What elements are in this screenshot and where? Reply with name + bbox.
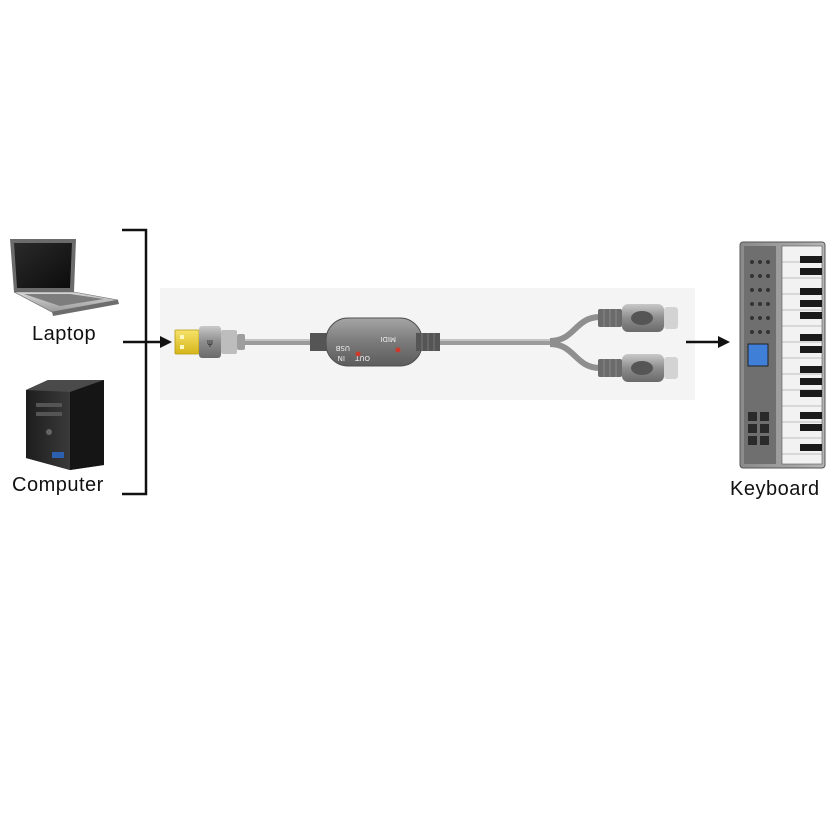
midi-connector-bottom	[598, 354, 678, 382]
computer-label: Computer	[12, 474, 104, 496]
device-bracket	[122, 228, 148, 496]
usb-text: USB	[335, 344, 350, 352]
in-led	[355, 351, 361, 357]
out-text: OUT	[354, 354, 370, 362]
midi-text: MIDI	[380, 335, 396, 343]
laptop-icon	[10, 239, 119, 316]
output-arrow	[686, 336, 730, 348]
usb-midi-cable-icon: ψ USB MIDI IN OUT	[174, 304, 678, 382]
midi-keyboard-icon	[739, 241, 826, 469]
desktop-tower-icon	[26, 380, 104, 470]
svg-text:ψ: ψ	[207, 338, 213, 348]
keyboard-label: Keyboard	[730, 478, 820, 500]
out-led	[395, 347, 401, 353]
usb-plug-icon: ψ	[174, 326, 245, 358]
input-arrow	[123, 336, 172, 348]
midi-interface-box: USB MIDI IN OUT	[310, 317, 440, 367]
midi-connector-top	[598, 304, 678, 332]
laptop-label: Laptop	[32, 323, 97, 345]
in-text: IN	[338, 354, 345, 362]
